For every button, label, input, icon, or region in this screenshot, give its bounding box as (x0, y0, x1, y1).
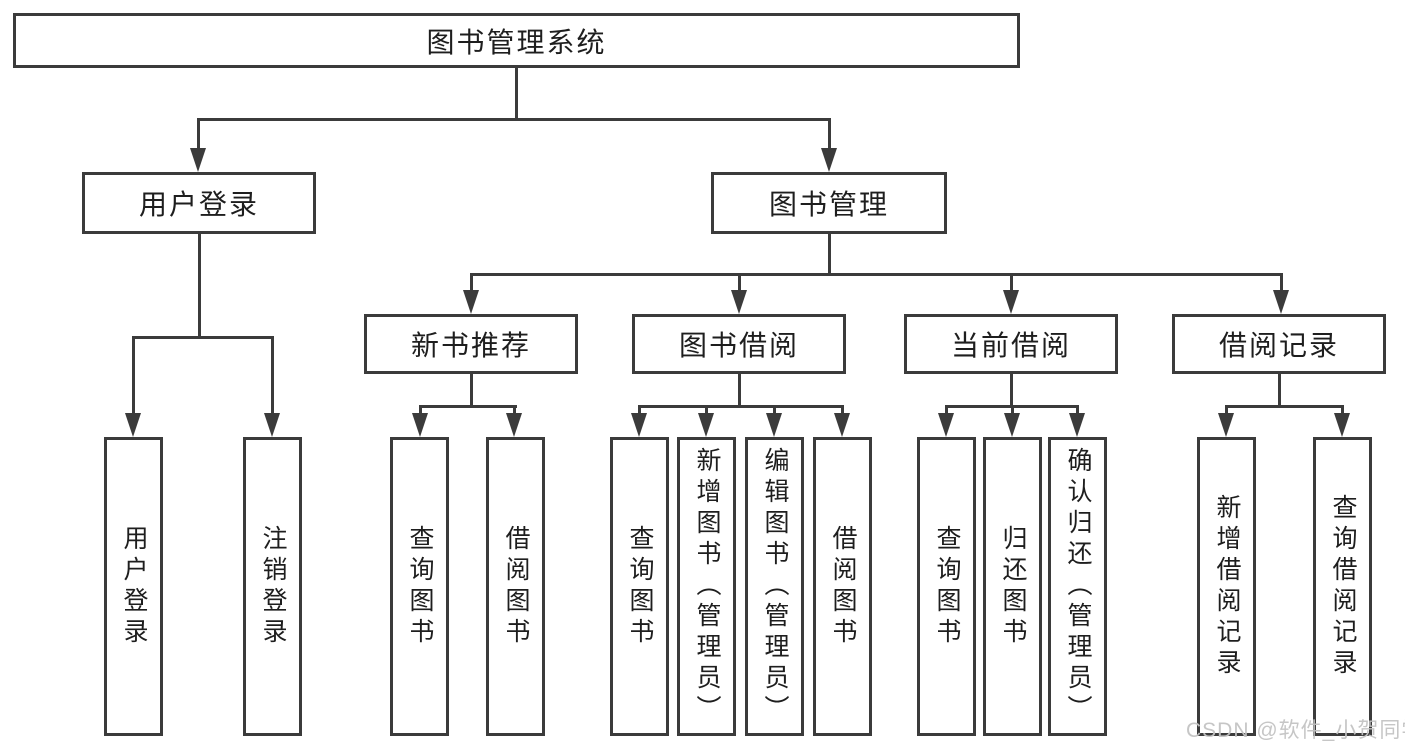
connector-stem (1341, 405, 1344, 413)
arrowhead-icon (1069, 413, 1085, 437)
connector-stem (1011, 405, 1014, 413)
csdn-watermark: CSDN @软件_小贺同学 (1186, 719, 1405, 742)
connector-stem (638, 405, 641, 413)
connector-stem (271, 336, 274, 413)
connector-stem (470, 273, 473, 290)
connector-stem (828, 118, 831, 148)
connector-stem (513, 405, 516, 413)
arrowhead-icon (463, 290, 479, 314)
node-label: 借阅图书 (502, 524, 530, 649)
leaf-query-books: 查询图书 (917, 437, 976, 736)
leaf-borrow-books: 借阅图书 (813, 437, 872, 736)
leaf-add-books-admin: 新增图书（管理员） (677, 437, 736, 736)
node-label: 查询图书 (933, 524, 961, 649)
node-label: 图书管理 (768, 189, 889, 220)
node-label: 用户登录 (138, 189, 259, 220)
connector-stem (705, 405, 708, 413)
arrowhead-icon (1218, 413, 1234, 437)
arrowhead-icon (1004, 413, 1020, 437)
connector-stem (945, 405, 948, 413)
arrowhead-icon (1003, 290, 1019, 314)
arrowhead-icon (766, 413, 782, 437)
node-label: 图书借阅 (678, 330, 799, 361)
connector-stem (1010, 374, 1013, 405)
node-current-borrowing: 当前借阅 (904, 314, 1118, 374)
node-borrow-records: 借阅记录 (1172, 314, 1386, 374)
node-label: 借阅记录 (1218, 330, 1339, 361)
connector-stem (738, 374, 741, 405)
arrowhead-icon (821, 148, 837, 172)
connector-stem (1278, 374, 1281, 405)
connector-stem (132, 336, 135, 413)
leaf-logout: 注销登录 (243, 437, 302, 736)
arrowhead-icon (1273, 290, 1289, 314)
leaf-query-borrow-record: 查询借阅记录 (1313, 437, 1372, 736)
node-label: 新增图书（管理员） (693, 447, 721, 726)
connector-login-hbar (132, 336, 274, 339)
connector-stem (419, 405, 422, 413)
node-label: 确认归还（管理员） (1064, 447, 1092, 726)
connector-login-stem (198, 234, 201, 336)
connector-stem (841, 405, 844, 413)
connector-stem (738, 273, 741, 290)
leaf-user-login: 用户登录 (104, 437, 163, 736)
node-label: 归还图书 (999, 524, 1027, 649)
arrowhead-icon (125, 413, 141, 437)
node-label: 查询图书 (626, 524, 654, 649)
arrowhead-icon (506, 413, 522, 437)
connector-root-stem (515, 68, 518, 118)
leaf-confirm-return-admin: 确认归还（管理员） (1048, 437, 1107, 736)
arrowhead-icon (938, 413, 954, 437)
connector-stem (1225, 405, 1228, 413)
connector-hbar (419, 405, 517, 408)
connector-stem (1076, 405, 1079, 413)
leaf-edit-books-admin: 编辑图书（管理员） (745, 437, 804, 736)
connector-mgmt-stem (828, 234, 831, 273)
connector-stem (1010, 273, 1013, 290)
node-label: 图书管理系统 (426, 26, 607, 58)
arrowhead-icon (631, 413, 647, 437)
node-label: 当前借阅 (950, 330, 1071, 361)
leaf-borrow-books: 借阅图书 (486, 437, 545, 736)
arrowhead-icon (731, 290, 747, 314)
connector-stem (197, 118, 200, 148)
leaf-query-books: 查询图书 (390, 437, 449, 736)
node-label: 注销登录 (259, 524, 287, 649)
arrowhead-icon (698, 413, 714, 437)
node-label: 查询借阅记录 (1329, 493, 1357, 680)
leaf-query-books: 查询图书 (610, 437, 669, 736)
node-label: 用户登录 (120, 524, 148, 649)
node-new-book-recommend: 新书推荐 (364, 314, 578, 374)
node-user-login: 用户登录 (82, 172, 316, 234)
arrowhead-icon (190, 148, 206, 172)
leaf-add-borrow-record: 新增借阅记录 (1197, 437, 1256, 736)
node-book-borrowing: 图书借阅 (632, 314, 846, 374)
connector-stem (1280, 273, 1283, 290)
node-label: 新增借阅记录 (1213, 493, 1241, 680)
arrowhead-icon (412, 413, 428, 437)
node-root-library-system: 图书管理系统 (13, 13, 1020, 68)
leaf-return-books: 归还图书 (983, 437, 1042, 736)
node-label: 查询图书 (406, 524, 434, 649)
arrowhead-icon (1334, 413, 1350, 437)
node-label: 编辑图书（管理员） (761, 447, 789, 726)
connector-hbar (638, 405, 844, 408)
connector-stem (773, 405, 776, 413)
connector-root-hbar (197, 118, 831, 121)
arrowhead-icon (834, 413, 850, 437)
connector-mgmt-hbar (470, 273, 1283, 276)
arrowhead-icon (264, 413, 280, 437)
node-label: 借阅图书 (829, 524, 857, 649)
node-label: 新书推荐 (410, 330, 531, 361)
node-book-management: 图书管理 (711, 172, 947, 234)
connector-hbar (1225, 405, 1343, 408)
connector-stem (470, 374, 473, 405)
